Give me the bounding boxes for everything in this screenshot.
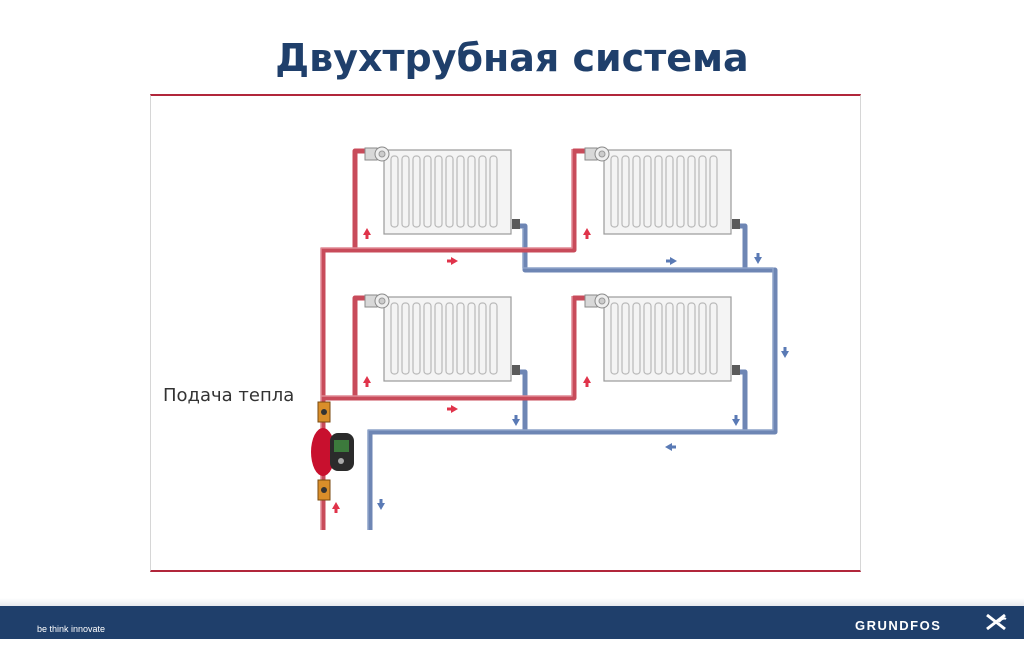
radiator-top-left bbox=[383, 149, 512, 235]
grundfos-x-icon bbox=[986, 613, 1007, 631]
circulation-pump-icon bbox=[311, 401, 354, 501]
return-fitting-icon bbox=[512, 219, 740, 375]
footer-slogan: be think innovate bbox=[37, 624, 106, 634]
brand-logo: GRUNDFOS bbox=[855, 618, 942, 633]
supply-label: Подача тепла bbox=[163, 385, 295, 406]
thermostatic-valve-icon bbox=[584, 146, 610, 162]
footer-bar bbox=[0, 606, 1024, 639]
page-title: Двухтрубная система bbox=[275, 36, 749, 80]
thermostatic-valve-icon bbox=[364, 146, 390, 162]
radiator-top-right bbox=[603, 149, 732, 235]
thermostatic-valve-icon bbox=[364, 293, 390, 309]
radiator-bottom-right bbox=[603, 296, 732, 382]
radiator-bottom-left bbox=[383, 296, 512, 382]
thermostatic-valve-icon bbox=[584, 293, 610, 309]
footer-fade bbox=[0, 598, 1024, 606]
diagram-frame bbox=[150, 94, 861, 572]
